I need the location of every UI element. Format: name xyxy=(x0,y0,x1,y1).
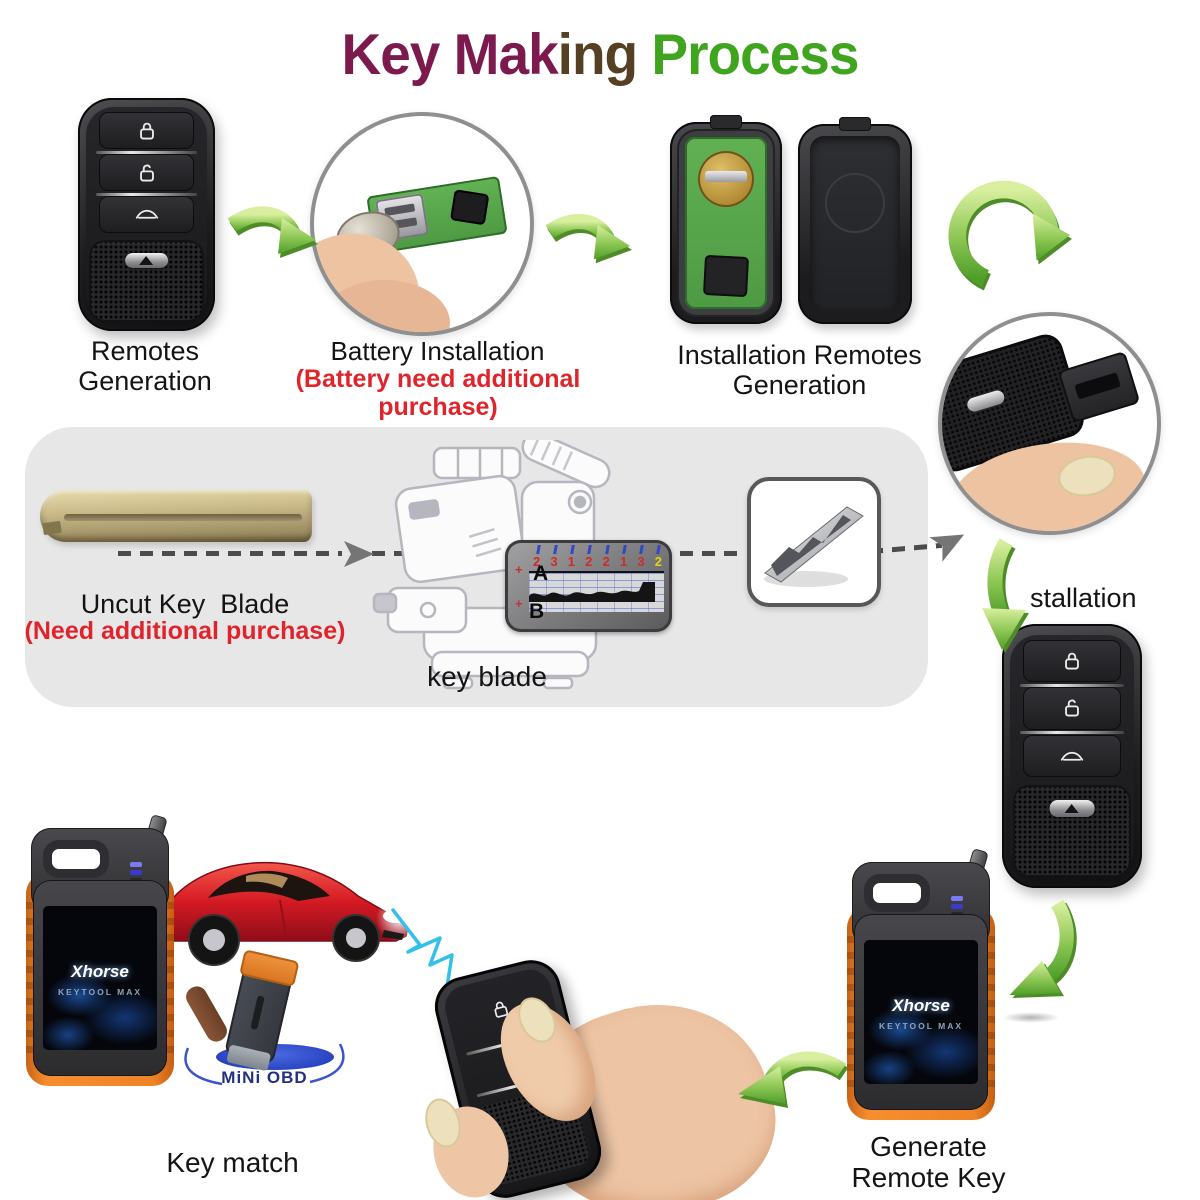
key-match-label: Key match xyxy=(166,1147,299,1178)
keytool-model-label: KEYTOOL MAX xyxy=(57,987,143,997)
key-blade-slot-photo xyxy=(938,312,1161,535)
device-frame: Xhorse KEYTOOL MAX xyxy=(854,914,988,1110)
lock-icon xyxy=(494,1001,509,1019)
green-arrow-icon xyxy=(227,206,318,258)
unlock-icon xyxy=(1065,700,1079,717)
calibration-mark: + xyxy=(515,596,523,611)
row-b-label: B xyxy=(529,600,545,623)
keytool-model-label: KEYTOOL MAX xyxy=(878,1021,964,1031)
key-profile-wave xyxy=(529,582,655,602)
trunk-icon xyxy=(135,210,158,220)
title-part-blend: ing xyxy=(557,21,638,87)
carabiner-hole xyxy=(864,874,930,912)
uncut-key-blade-label: Uncut Key Blade xyxy=(80,589,290,619)
panic-button xyxy=(1049,799,1095,817)
key-shell-with-pcb xyxy=(670,115,782,324)
uncut-purchase-note: (Need additional purchase) xyxy=(24,617,346,645)
arrow-shadow xyxy=(1002,1012,1060,1023)
blade-slot xyxy=(1057,350,1141,424)
chrome-separator xyxy=(1020,731,1124,735)
unlock-icon xyxy=(139,164,154,182)
device-screen: Xhorse KEYTOOL MAX xyxy=(864,940,978,1084)
pcb-chip xyxy=(702,254,750,298)
green-down-arrow-icon xyxy=(982,538,1029,653)
keytool-max-device: Xhorse KEYTOOL MAX xyxy=(25,814,175,1088)
remote-in-hand xyxy=(428,953,608,1200)
device-frame: Xhorse KEYTOOL MAX xyxy=(33,880,167,1076)
keytool-max-device: Xhorse KEYTOOL MAX xyxy=(846,848,996,1122)
panic-button xyxy=(124,252,169,269)
xhorse-logo: Xhorse xyxy=(892,996,950,1015)
green-left-arrow-icon xyxy=(738,1051,849,1108)
trunk-button xyxy=(98,195,195,234)
unlock-button xyxy=(1023,687,1121,730)
smart-key-remote xyxy=(1002,624,1142,888)
xhorse-logo: Xhorse xyxy=(71,962,129,981)
cut-blade-graphic xyxy=(764,506,864,587)
lock-button xyxy=(1023,639,1121,683)
bitting-measure-ticks xyxy=(536,545,661,554)
battery-imprint xyxy=(825,172,885,233)
battery-purchase-note: (Battery need additional purchase) xyxy=(295,365,581,421)
blade-installation-label: stallation xyxy=(1030,583,1137,613)
circular-arrow-icon xyxy=(948,180,1073,291)
lock-icon xyxy=(139,122,154,140)
keyfob-grip-texture xyxy=(88,240,205,322)
key-shell-back-cover xyxy=(798,117,912,324)
uncut-key-blade-photo xyxy=(40,490,312,542)
red-sports-car xyxy=(155,861,418,966)
battery-installation-photo xyxy=(310,112,534,336)
smart-key-remote xyxy=(78,98,215,331)
chrome-button xyxy=(965,388,1007,414)
page-title: Key Making Process xyxy=(0,20,1200,87)
battery-installation-label: Battery Installation xyxy=(330,336,545,366)
row-a-label: A xyxy=(533,562,549,585)
shell-pcb xyxy=(685,137,767,309)
title-part-magenta: Key Mak xyxy=(341,21,559,87)
green-arrow-icon xyxy=(545,213,632,264)
installed-battery xyxy=(698,151,754,207)
cut-key-blade-photo xyxy=(747,477,881,607)
hand-pressing-remote xyxy=(412,953,797,1200)
green-down-left-arrow-icon xyxy=(1009,899,1077,998)
chrome-separator xyxy=(95,192,198,196)
mini-obd-group: MiNi OBD xyxy=(172,949,357,1100)
dashed-arrowhead xyxy=(344,541,374,567)
lock-icon xyxy=(1065,652,1079,670)
bitting-baseline xyxy=(529,571,664,573)
chrome-separator xyxy=(1020,683,1124,687)
dashed-arrow xyxy=(118,551,342,556)
key-blade-label: key blade xyxy=(427,661,547,692)
shell-cavity xyxy=(810,136,900,312)
shell-latch xyxy=(839,117,871,131)
title-part-green: Process xyxy=(637,21,859,87)
mini-obd-label: MiNi OBD xyxy=(221,1068,308,1087)
trunk-icon xyxy=(1060,751,1084,761)
lock-button xyxy=(98,111,195,150)
calibration-mark: + xyxy=(515,562,523,577)
world-map-graphic xyxy=(43,966,157,1050)
shell-latch xyxy=(710,115,742,129)
world-map-graphic xyxy=(864,1000,978,1084)
dashed-arrowhead xyxy=(929,534,965,562)
obd-swirl-arcs xyxy=(184,1043,345,1086)
chrome-separator xyxy=(95,150,198,154)
device-screen: Xhorse KEYTOOL MAX xyxy=(43,906,157,1050)
pcb-component xyxy=(449,189,490,226)
carabiner-hole xyxy=(43,840,109,878)
signal-zigzag-icon xyxy=(391,908,454,989)
trunk-button xyxy=(1023,734,1121,778)
unlock-button xyxy=(98,153,195,192)
